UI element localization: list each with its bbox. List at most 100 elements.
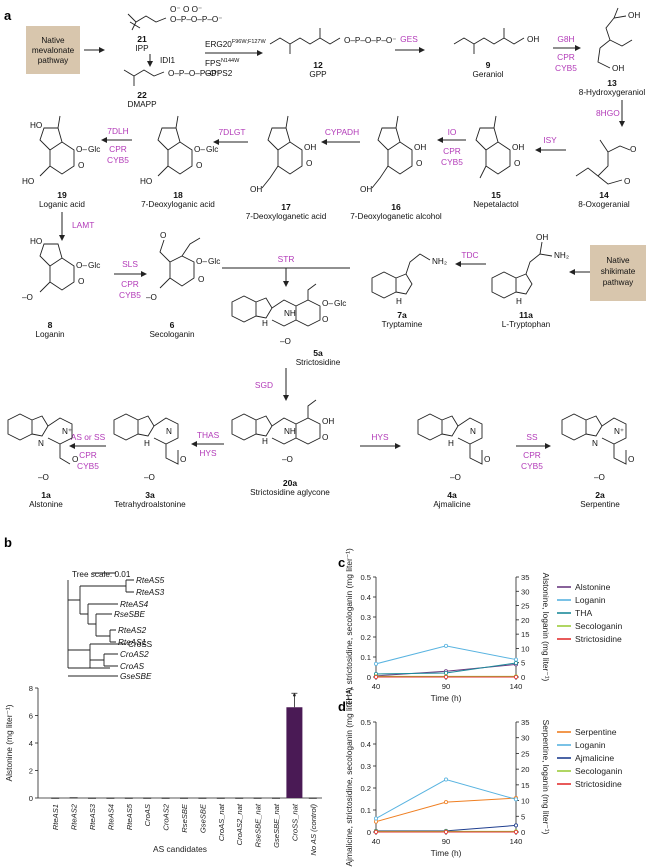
tree-leaf-rteas5: RteAS5 xyxy=(136,576,165,585)
svg-text:HO: HO xyxy=(30,237,42,246)
chartD-ytick-left-label: 0.5 xyxy=(360,718,371,727)
svg-text:N: N xyxy=(166,427,172,436)
chartD-ytick-right-label: 30 xyxy=(521,734,529,743)
chartC-y-title-right: Alstonine, loganin (mg liter⁻¹) xyxy=(541,573,551,682)
glc-8: Glc xyxy=(88,261,100,270)
compound-num-14: 14 xyxy=(599,190,609,200)
chartD-y-title-left: Ajmalicine, strictosidine, secologanin (… xyxy=(344,687,354,866)
b-category-label: RteAS5 xyxy=(125,803,134,830)
svg-text:OH: OH xyxy=(536,233,548,242)
chartD-legend-label: Ajmalicine xyxy=(575,753,614,763)
chartD-series-point xyxy=(514,830,519,835)
compound-name-hydroxygeraniol: 8-Hydroxygeraniol xyxy=(579,88,646,97)
compound-name-nepetalactol: Nepetalactol xyxy=(473,200,519,209)
b-category-label: CroAS_nat xyxy=(217,803,226,841)
enzyme-as-ss-cpr: CPR xyxy=(79,450,97,460)
enzyme-g8h-cpr: CPR xyxy=(557,52,575,62)
chartD-ytick-right-label: 5 xyxy=(521,812,525,821)
shikimate-line-1: Native xyxy=(606,256,630,265)
svg-text:O: O xyxy=(78,277,84,286)
svg-text:NH: NH xyxy=(284,309,296,318)
compound-num-16: 16 xyxy=(391,202,401,212)
svg-text:OH: OH xyxy=(322,417,334,426)
svg-text:O–: O– xyxy=(76,145,87,154)
svg-text:OH: OH xyxy=(628,11,640,20)
chartD-series-point xyxy=(373,819,378,824)
chartD-ytick-left-label: 0.1 xyxy=(360,806,371,815)
chartD-series-point xyxy=(373,816,378,821)
svg-text:OH: OH xyxy=(360,185,372,194)
chartD-xtick-label: 140 xyxy=(510,837,523,846)
oxogeranial-structure: O O xyxy=(575,139,636,186)
chartC-xtick-label: 40 xyxy=(372,682,380,691)
b-bar xyxy=(235,797,244,799)
compound-name-geraniol: Geraniol xyxy=(473,70,504,79)
erg20-text: ERG20 xyxy=(205,40,232,49)
chartD-legend-label: Strictosidine xyxy=(575,779,622,789)
compound-num-20a: 20a xyxy=(283,478,298,488)
svg-text:N: N xyxy=(592,439,598,448)
chartC-x-title: Time (h) xyxy=(431,693,462,703)
ipp-structure: O–P–O–P–O⁻ O⁻ O O⁻ xyxy=(127,5,223,31)
svg-text:NH₂: NH₂ xyxy=(554,251,569,260)
b-bar xyxy=(124,797,133,799)
svg-text:O: O xyxy=(630,145,636,154)
svg-text:HO: HO xyxy=(30,121,42,130)
chartC-legend-label: Strictosidine xyxy=(575,634,622,644)
chartD-x-title: Time (h) xyxy=(431,848,462,858)
b-ytick-label: 4 xyxy=(29,739,33,748)
tree-leaf-gsesbe: GseSBE xyxy=(120,672,152,681)
panel-label-a: a xyxy=(4,8,12,23)
b-bar xyxy=(180,797,188,799)
compound-num-3a: 3a xyxy=(145,490,155,500)
svg-text:O: O xyxy=(72,455,78,464)
enzyme-io-cpr: CPR xyxy=(443,146,461,156)
compound-name-deoxyloganic-acid: 7-Deoxyloganic acid xyxy=(141,200,215,209)
chartC-series-point xyxy=(514,661,519,666)
svg-text:O: O xyxy=(198,275,204,284)
geraniol-structure: OH xyxy=(453,28,539,54)
chartC-series-point xyxy=(373,661,378,666)
chartD-legend-label: Secologanin xyxy=(575,766,623,776)
secologanin-structure: O O– Glc O –O xyxy=(146,231,220,302)
enzyme-sls-cyb5: CYB5 xyxy=(119,290,141,300)
svg-text:OH: OH xyxy=(304,143,316,152)
svg-text:O–P–O–P–O⁻: O–P–O–P–O⁻ xyxy=(170,15,223,24)
tree-leaf-rteas2: RteAS2 xyxy=(118,626,147,635)
chartC-legend-label: THA xyxy=(575,608,592,618)
enzyme-idi1: IDI1 xyxy=(160,56,175,65)
tree-leaf-rteas3: RteAS3 xyxy=(136,588,165,597)
compound-num-2a: 2a xyxy=(595,490,605,500)
chartD-series-point xyxy=(443,800,448,805)
compound-name-strictosidine: Strictosidine xyxy=(296,358,341,367)
chartC-series-point xyxy=(443,643,448,648)
tetrahydroalstonine-structure: H N O –O xyxy=(113,413,186,482)
svg-text:O: O xyxy=(78,161,84,170)
enzyme-lamt: LAMT xyxy=(72,220,94,230)
b-category-label: CroAS2_nat xyxy=(235,803,244,845)
chartC-ytick-right-label: 0 xyxy=(521,673,525,682)
chartC-legend-label: Loganin xyxy=(575,595,606,605)
b-category-label: RseSBE_nat xyxy=(254,803,263,847)
compound-name-serpentine: Serpentine xyxy=(580,500,620,509)
b-bar xyxy=(272,797,280,799)
svg-text:H: H xyxy=(144,439,150,448)
compound-name-tryptamine: Tryptamine xyxy=(382,320,423,329)
b-datapoint xyxy=(293,693,296,697)
compound-num-1a: 1a xyxy=(41,490,51,500)
chartD-ytick-left-label: 0.3 xyxy=(360,762,371,771)
chartD-legend-label: Serpentine xyxy=(575,727,617,737)
chartC-ytick-right-label: 25 xyxy=(521,602,529,611)
svg-text:HO: HO xyxy=(22,177,34,186)
chartC-series-point xyxy=(514,675,519,680)
svg-text:–O: –O xyxy=(146,293,157,302)
chartD-ytick-left-label: 0 xyxy=(367,828,371,837)
tryptamine-structure: H NH₂ xyxy=(371,253,447,306)
b-category-label: CroAS2 xyxy=(162,803,171,830)
compound-num-8: 8 xyxy=(48,320,53,330)
b-ytick-label: 2 xyxy=(29,767,33,776)
enzyme-7dlgt: 7DLGT xyxy=(219,127,246,137)
b-y-title: Alstonine (mg liter⁻¹) xyxy=(4,704,14,781)
enzyme-sls: SLS xyxy=(122,259,138,269)
enzyme-gpps2: GPPS2 xyxy=(205,69,233,78)
